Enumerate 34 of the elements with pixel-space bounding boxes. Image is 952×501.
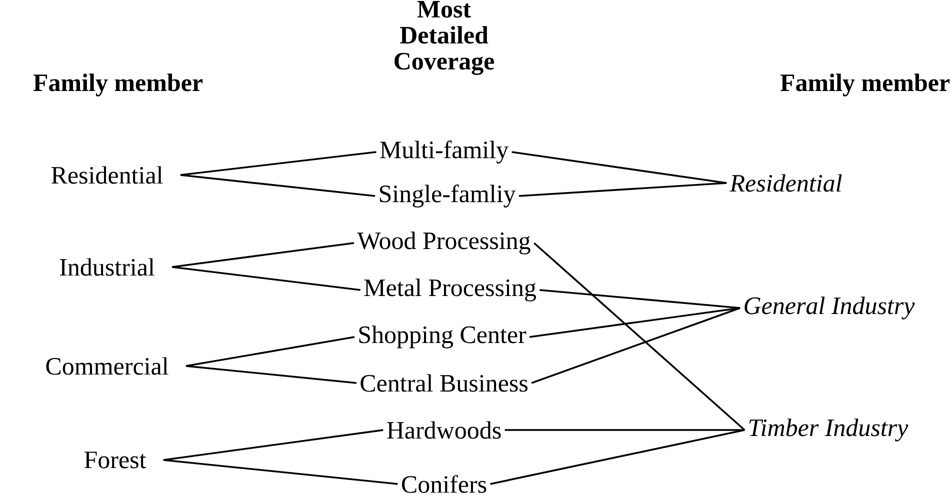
column-heading: Family member	[780, 74, 950, 96]
node-text: Commercial	[46, 357, 168, 375]
connector-line	[533, 242, 746, 431]
connector-line	[186, 336, 355, 367]
node-text: Wood Processing	[357, 232, 530, 254]
connector-line	[186, 365, 357, 384]
column-heading: Most Detailed Coverage	[394, 1, 494, 75]
connector-line	[163, 459, 398, 485]
node-text: General Industry	[744, 296, 915, 320]
node-text: Multi-family	[380, 140, 508, 164]
connector-line	[518, 182, 727, 197]
node-text: Shopping Center	[359, 326, 526, 348]
connector-line	[512, 151, 727, 184]
column-heading: Family member	[33, 74, 203, 96]
connector-line	[163, 429, 384, 461]
connector-line	[180, 151, 376, 176]
node-text: Single-famliy	[380, 184, 516, 208]
node-text: Timber Industry	[749, 418, 908, 442]
node-text: Central Business	[360, 374, 528, 392]
node-text: Industrial	[60, 258, 154, 276]
connector-line	[490, 429, 745, 485]
connector-line	[180, 174, 376, 197]
node-text: Hardwoods	[387, 421, 501, 439]
connector-line	[540, 289, 740, 309]
connector-line	[529, 307, 740, 338]
node-text: Metal Processing	[364, 278, 536, 302]
connector-line	[531, 307, 740, 384]
connector-line	[172, 266, 360, 291]
node-text: Residential	[51, 166, 163, 184]
node-text: Forest	[84, 452, 146, 468]
node-text: Residential	[730, 174, 842, 192]
connector-line	[172, 242, 354, 268]
connector-line	[504, 429, 745, 431]
node-text: Conifers	[402, 475, 486, 493]
